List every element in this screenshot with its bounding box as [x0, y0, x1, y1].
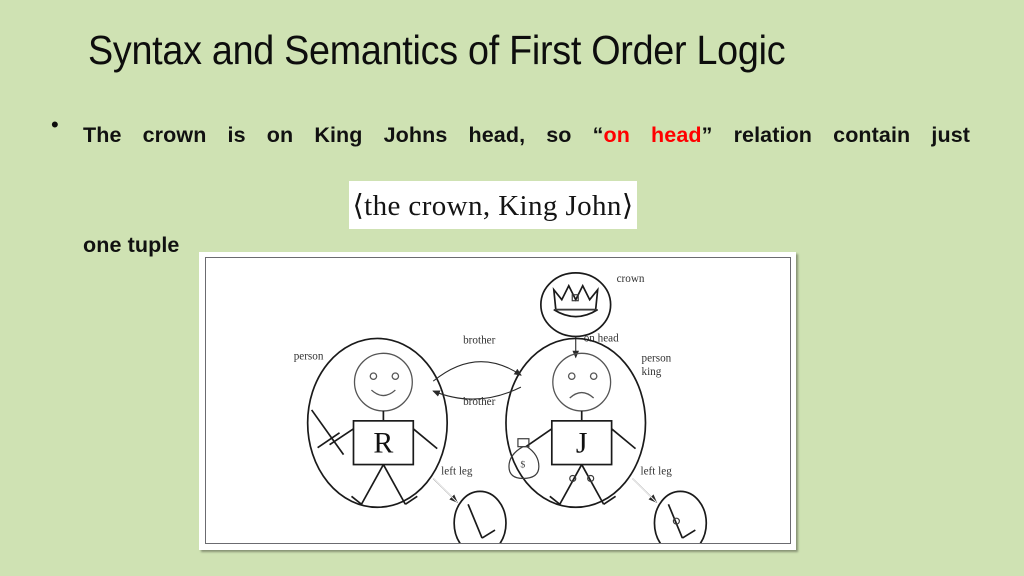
- arrow-brother-top: [432, 361, 522, 382]
- bullet-line-1: The crown is on King Johns head, so “on …: [83, 108, 970, 218]
- model-diagram-svg: crown on head R: [294, 272, 708, 543]
- bullet-line-2: one tuple: [83, 233, 180, 257]
- label-king: king: [642, 366, 662, 378]
- model-diagram-panel: crown on head R: [199, 252, 796, 550]
- page-title: Syntax and Semantics of First Order Logi…: [88, 27, 786, 73]
- john-left-leg-object: [632, 478, 708, 543]
- john-object: J $: [505, 337, 647, 509]
- tuple-image: ⟨the crown, King John⟩: [349, 181, 637, 229]
- richard-left-leg-object: [432, 478, 507, 543]
- bullet-list: • The crown is on King Johns head, so “o…: [45, 108, 970, 273]
- model-diagram-frame: crown on head R: [205, 257, 791, 544]
- richard-object: R: [306, 337, 449, 509]
- label-brother-bottom: brother: [463, 396, 495, 408]
- bullet-line1-part1: The crown is on King Johns head, so “: [83, 123, 604, 147]
- label-brother-top: brother: [463, 334, 495, 346]
- label-person-right: person: [642, 352, 672, 364]
- list-item: • The crown is on King Johns head, so “o…: [45, 108, 970, 273]
- tuple-text: ⟨the crown, King John⟩: [352, 190, 634, 223]
- bullet-marker: •: [51, 112, 59, 137]
- bullet-line1-part2: ” relation contain just: [701, 123, 971, 147]
- label-left-leg-1: left leg: [441, 465, 473, 477]
- bullet-text: The crown is on King Johns head, so “on …: [83, 108, 970, 273]
- arrow-brother-bottom: [432, 386, 522, 400]
- crown-object: [540, 272, 612, 338]
- john-letter: J: [576, 427, 588, 460]
- label-left-leg-2: left leg: [641, 465, 673, 477]
- highlight-on-head: on head: [603, 123, 702, 147]
- money-bag-icon: $: [508, 438, 540, 480]
- label-on-head: on head: [584, 332, 619, 344]
- money-symbol: $: [520, 460, 525, 471]
- richard-letter: R: [373, 427, 393, 460]
- label-crown: crown: [617, 273, 645, 285]
- label-person-left: person: [294, 350, 324, 362]
